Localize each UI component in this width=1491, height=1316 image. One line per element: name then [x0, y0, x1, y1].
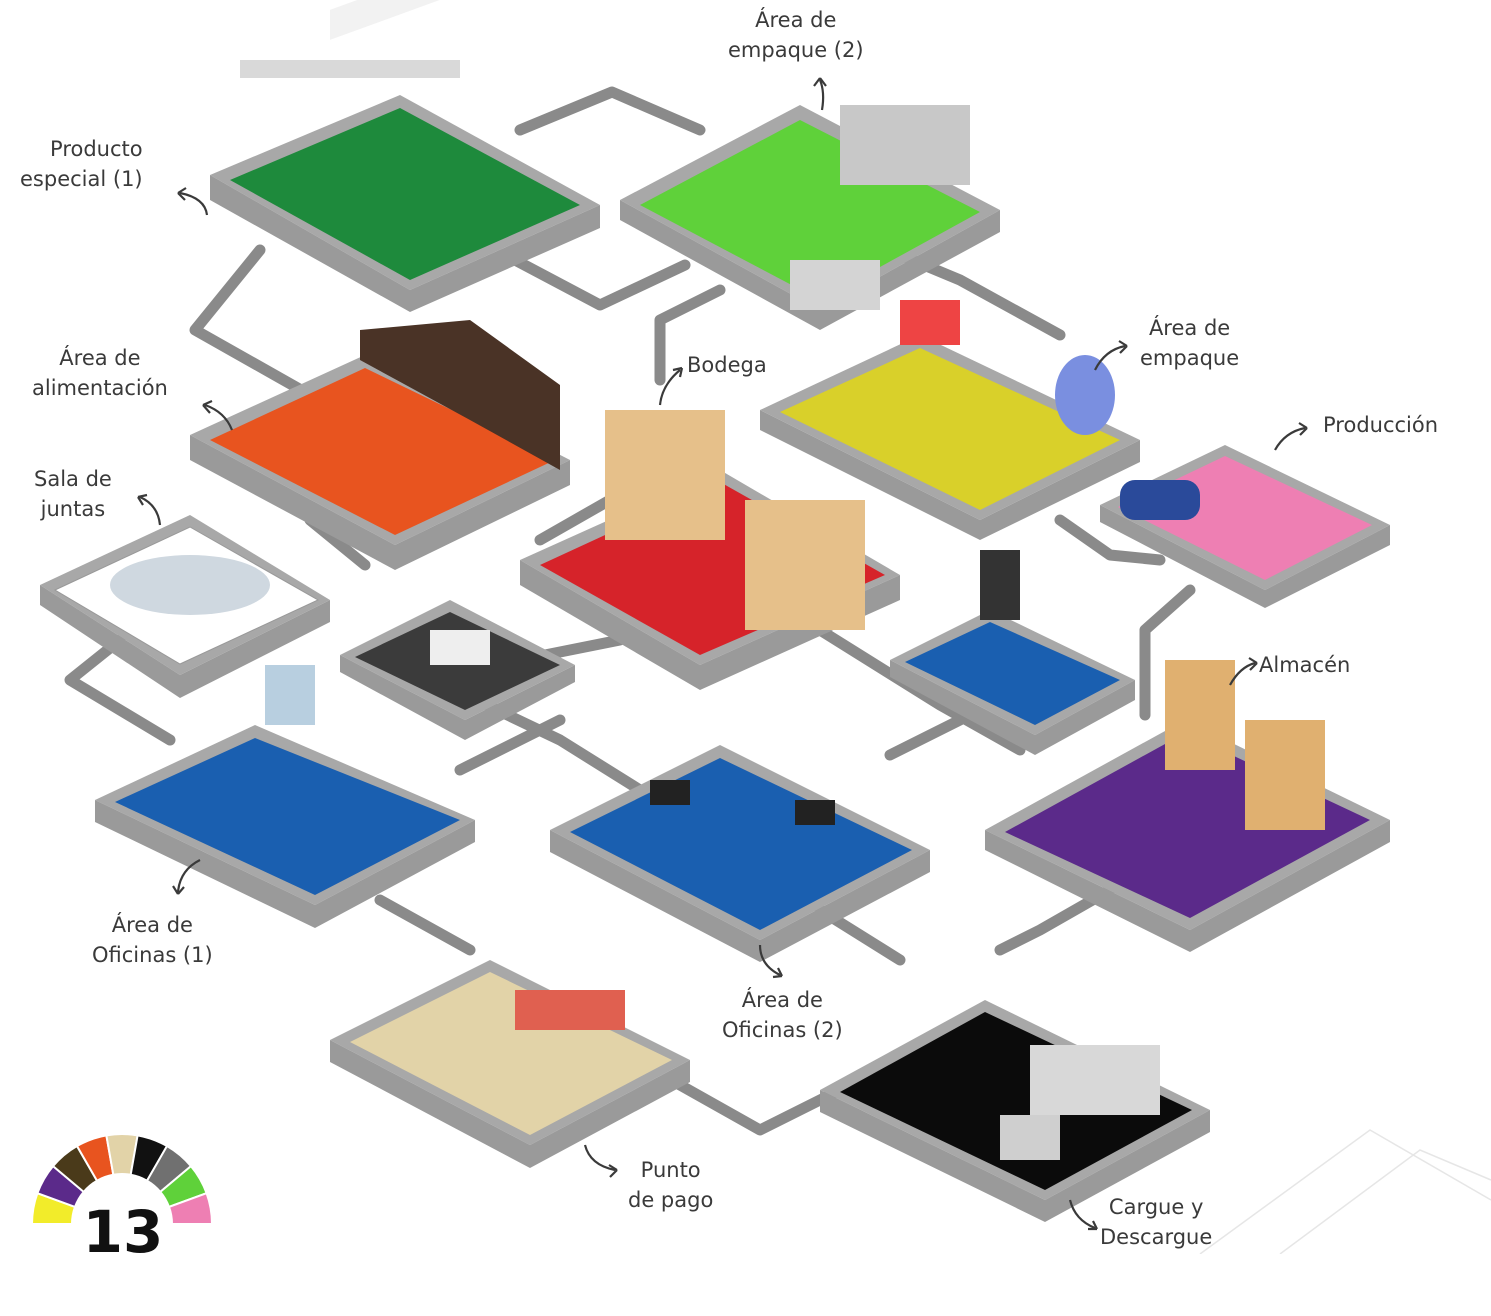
connector-paths [64, 86, 1196, 1136]
floor-plan-diagram [40, 0, 1491, 1254]
badge-segment [167, 1191, 214, 1225]
zone-punto-pago [330, 960, 690, 1168]
zone-recepcion [340, 600, 575, 740]
zone-oficina-pequena [890, 550, 1135, 755]
decorative-lines [1199, 1129, 1491, 1254]
zone-area-oficinas-1 [95, 665, 475, 928]
zone-area-oficinas-2 [550, 745, 930, 962]
zone-produccion [1100, 445, 1390, 608]
zone-bodega [520, 410, 900, 690]
zone-producto-especial [210, 0, 600, 312]
zone-area-alimentacion [190, 320, 570, 570]
zone-count-badge [30, 1133, 214, 1272]
badge-center [74, 1176, 170, 1272]
badge-number: 13 [82, 1198, 164, 1266]
zone-area-empaque-2 [620, 105, 1000, 330]
label-produccion: Producción [1323, 413, 1439, 437]
label-bodega: Bodega [687, 353, 767, 377]
zone-area-empaque [760, 300, 1140, 540]
label-arrows [137, 77, 1308, 1231]
zone-almacen [985, 660, 1390, 952]
zone-cargue-descargue [820, 1000, 1210, 1222]
label-almacen: Almacén [1259, 653, 1351, 677]
zone-sala-juntas [40, 515, 330, 698]
